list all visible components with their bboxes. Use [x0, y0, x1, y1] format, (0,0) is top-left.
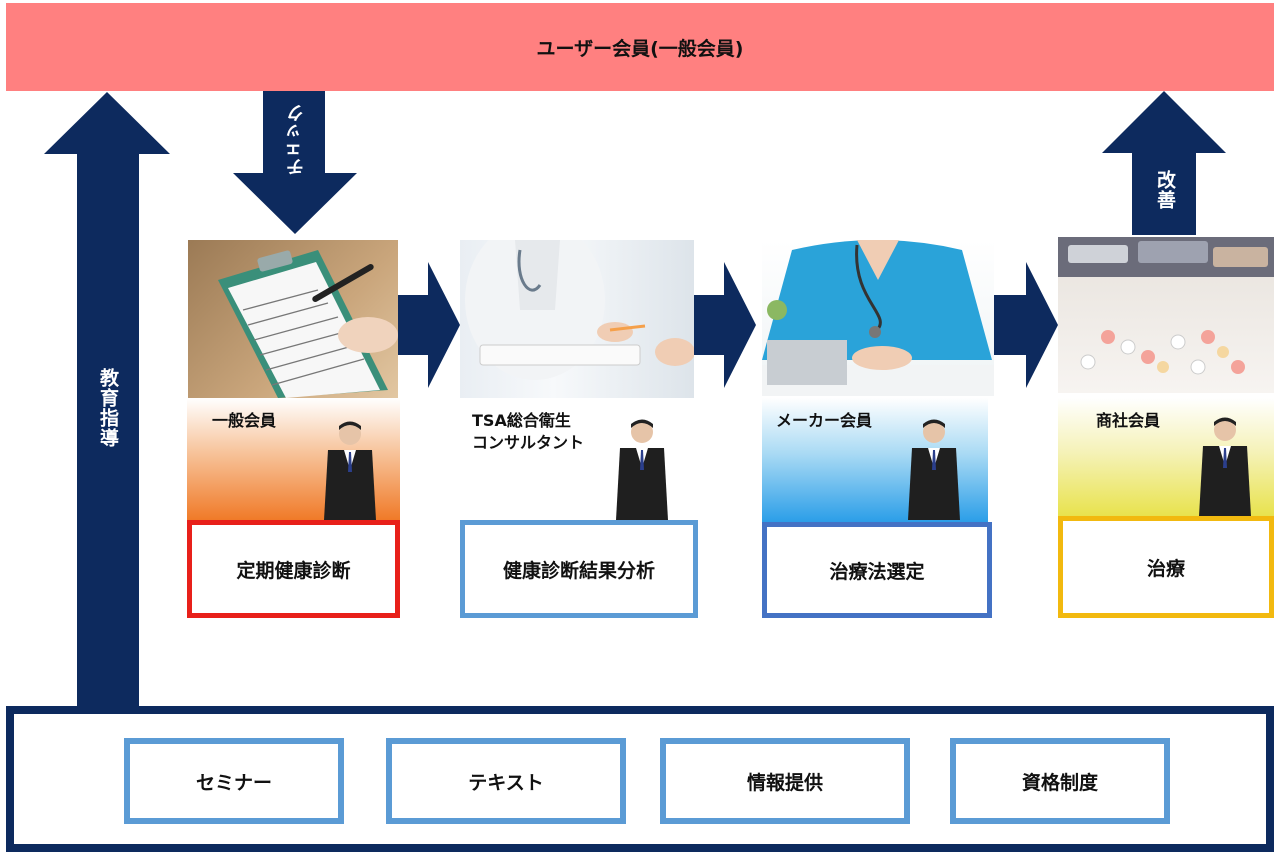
user-member-banner: ユーザー会員(一般会員): [6, 3, 1274, 91]
businessman-icon: [616, 419, 668, 520]
check-down-arrow: [233, 91, 357, 234]
resource-label: セミナー: [195, 771, 272, 794]
step-label: 定期健康診断: [236, 559, 351, 582]
doctor-photo: [762, 240, 994, 396]
step-box-treatment: 治療: [1058, 516, 1274, 618]
step-label: 治療: [1146, 557, 1185, 580]
step-box-result-analysis: 健康診断結果分析: [460, 520, 698, 618]
improve-up-arrow: [1102, 91, 1226, 235]
role-label-trading: 商社会員: [1096, 411, 1161, 430]
process-arrow-3: [994, 262, 1058, 388]
businessman-icon: [324, 421, 376, 520]
education-up-arrow: [44, 92, 170, 706]
process-arrow-2: [694, 262, 756, 388]
step-box-treatment-selection: 治療法選定: [762, 522, 992, 618]
resource-certification: 資格制度: [950, 738, 1170, 824]
education-arrow-label: 教育指導: [97, 368, 119, 448]
process-arrow-1: [398, 262, 460, 388]
resource-label: テキスト: [468, 771, 544, 794]
businessman-icon: [908, 419, 960, 520]
step-box-health-checkup: 定期健康診断: [187, 520, 400, 618]
businessman-icon: [1199, 417, 1251, 516]
improve-arrow-label: 改善: [1154, 170, 1176, 210]
step-label: 健康診断結果分析: [502, 559, 655, 582]
check-arrow-label: チェック: [286, 104, 307, 176]
resource-label: 資格制度: [1021, 771, 1098, 794]
medicine-photo: [1058, 237, 1274, 393]
role-label-general: 一般会員: [212, 411, 277, 430]
resource-label: 情報提供: [746, 771, 823, 794]
role-label-consultant: TSA総合衛生 コンサルタント: [472, 411, 585, 452]
resource-seminar: セミナー: [124, 738, 344, 824]
resource-textbook: テキスト: [386, 738, 626, 824]
consultant-photo: [460, 240, 694, 398]
role-label-maker: メーカー会員: [776, 411, 873, 430]
step-label: 治療法選定: [829, 560, 925, 583]
clipboard-photo: [188, 240, 398, 398]
banner-title: ユーザー会員(一般会員): [536, 37, 744, 60]
resource-information: 情報提供: [660, 738, 910, 824]
